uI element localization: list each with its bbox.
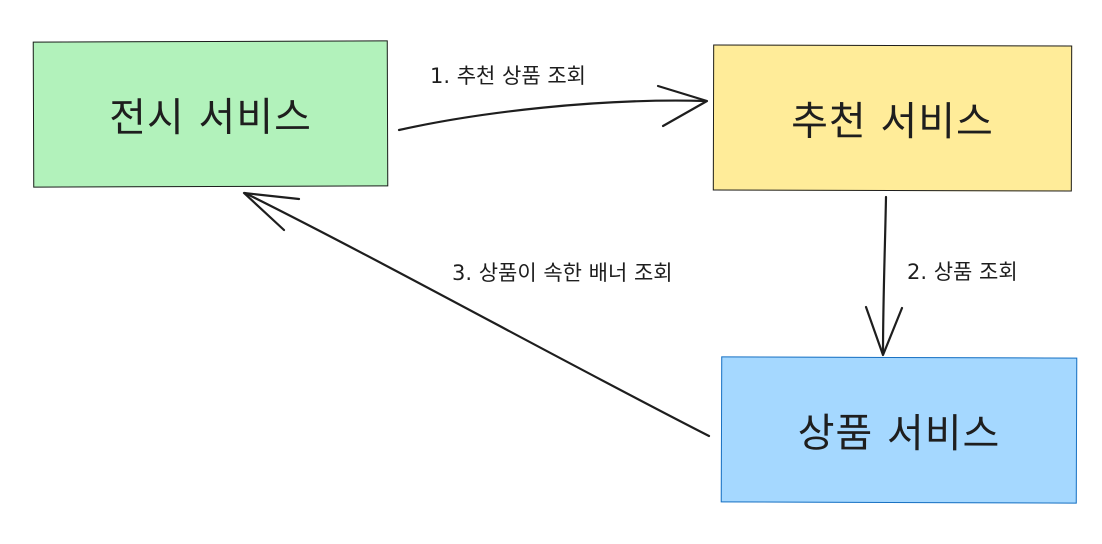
node-product-service: 상품 서비스: [720, 356, 1078, 504]
edge-recommend-to-product: [881, 195, 888, 356]
edge-label-step3: 3. 상품이 속한 배너 조회: [452, 261, 673, 285]
node-display-service-label: 전시 서비스: [109, 94, 312, 142]
edge-product-to-display: [243, 191, 711, 438]
arrowhead-recommend: [656, 84, 709, 128]
arrowhead-product: [864, 305, 904, 357]
node-recommend-service-label: 추천 서비스: [791, 98, 994, 146]
node-product-service-label: 상품 서비스: [797, 410, 1001, 458]
edge-display-to-recommend: [397, 99, 708, 132]
arrowhead-display: [242, 191, 301, 232]
node-display-service: 전시 서비스: [32, 40, 389, 188]
edge-label-step2: 2. 상품 조회: [907, 260, 1018, 284]
node-recommend-service: 추천 서비스: [712, 44, 1073, 192]
edge-label-step1: 1. 추천 상품 조회: [430, 64, 586, 88]
